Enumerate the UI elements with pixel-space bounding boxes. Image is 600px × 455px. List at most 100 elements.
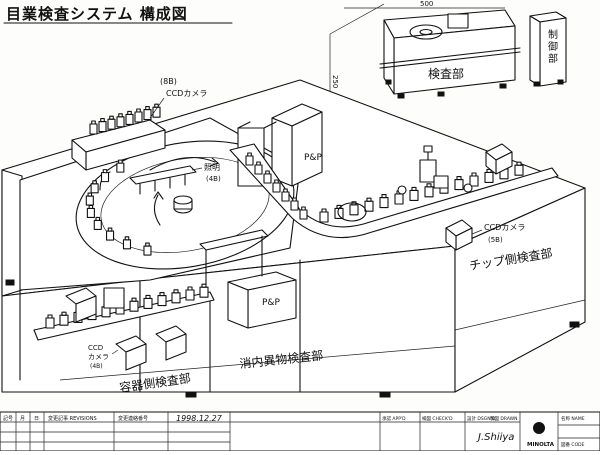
conveyor-bottle-cap	[486, 168, 492, 173]
ccd-camera-unit-cap	[109, 115, 114, 120]
lighting-label: 照明	[204, 163, 220, 172]
conveyor-bottle	[349, 204, 359, 216]
conveyor-bottle	[469, 175, 479, 187]
tb-company: MINOLTA	[527, 442, 555, 448]
tb-designed: 設計 DSGN'D	[467, 415, 496, 422]
conveyor-bottle-cap	[411, 186, 417, 191]
table-bottle	[90, 183, 99, 194]
lighting-count: (4B)	[206, 175, 221, 183]
tb-rev-no: 変更連絡番号	[118, 415, 148, 422]
ccd-left-sub: カメラ	[88, 353, 109, 361]
conveyor-bottle-cap	[159, 292, 165, 297]
conveyor-bottle	[364, 200, 374, 212]
ccd-top-count: (8B)	[160, 77, 177, 86]
conveyor-bottle	[299, 209, 308, 220]
transfer-ring	[337, 202, 367, 222]
lighting-array: 照明 (4B)	[129, 163, 221, 195]
conveyor-bottle	[379, 197, 389, 209]
ccd-camera-unit-cap	[118, 113, 123, 118]
conveyor-bottle	[143, 297, 153, 309]
label-control-unit: 制御部	[548, 28, 558, 65]
conveyor-bottle	[254, 164, 263, 175]
table-bottle	[93, 219, 102, 230]
ccd-right-count: (5B)	[488, 236, 503, 244]
conveyor-bottle-cap	[283, 188, 288, 193]
table-bottle-cap	[102, 169, 108, 174]
table-bottle	[85, 195, 94, 206]
tb-code-label: 図番 CODE	[561, 441, 585, 448]
ccd-camera-unit-cap	[91, 120, 96, 125]
table-bottle-cap	[107, 227, 113, 232]
conveyor-bottle-cap	[471, 172, 477, 177]
ccd-camera-left: CCD カメラ (4B)	[65, 287, 187, 371]
conveyor-bottle-cap	[131, 297, 137, 302]
ccd-camera-unit-cap	[127, 110, 132, 115]
conveyor-bottle	[424, 186, 434, 198]
ccd-camera-unit	[89, 123, 98, 135]
ccd-camera-unit	[107, 118, 116, 130]
table-bottle	[106, 230, 115, 241]
conveyor-bottle-cap	[426, 183, 432, 188]
conveyor-bottle	[290, 200, 299, 211]
ccd-camera-unit	[134, 111, 143, 123]
tb-mark: 記号	[3, 415, 13, 422]
dimension-width: 500	[420, 0, 433, 8]
ccd-camera-bank-top: (8B) CCDカメラ	[71, 77, 207, 171]
conveyor-bottle-cap	[456, 176, 462, 181]
conveyor-bottle	[245, 155, 254, 166]
table-bottle-cap	[145, 242, 150, 247]
conveyor-bottle	[454, 179, 464, 191]
tb-date: 1998.12.27	[176, 414, 223, 423]
tb-approved: 承認 APP'D	[382, 415, 406, 422]
conveyor-upper	[85, 143, 559, 256]
ccd-camera-unit-cap	[136, 108, 141, 113]
drawing-title: 目業検査システム 構成図	[6, 5, 188, 23]
conveyor-bottle	[263, 173, 272, 184]
conveyor-bottle-cap	[173, 289, 179, 294]
table-bottle-cap	[124, 236, 130, 241]
conveyor-bottle	[45, 317, 55, 329]
conveyor-bottle	[409, 189, 419, 201]
conveyor-bottle	[514, 164, 524, 176]
ccd-left-label: CCD	[88, 344, 103, 352]
conveyor-bottle-cap	[516, 161, 522, 166]
table-bottle-cap	[88, 204, 94, 210]
table-bottle-cap	[87, 192, 93, 197]
table-bottle	[86, 207, 95, 219]
tb-revisions: 変更記事 REVISIONS	[48, 415, 97, 422]
ccd-camera-unit	[98, 121, 107, 133]
tb-signature: J.Shiiya	[476, 432, 514, 443]
table-bottle	[100, 172, 110, 183]
conveyor-bottle	[129, 300, 139, 312]
inspection-unit-detail: 250 500 検査部	[329, 0, 521, 100]
label-inspection-unit: 検査部	[428, 66, 464, 81]
conveyor-bottle	[484, 171, 494, 183]
ccd-left-count: (4B)	[90, 363, 103, 370]
ccd-camera-unit	[116, 116, 125, 128]
conveyor-bottle	[319, 211, 329, 223]
conveyor-bottle	[157, 295, 167, 307]
conveyor-bottle-cap	[274, 179, 279, 184]
tb-month: 月	[20, 416, 25, 422]
conveyor-bottle	[199, 286, 209, 298]
ccd-right-label: CCDカメラ	[484, 223, 525, 232]
ccd-camera-unit	[125, 113, 134, 125]
ccd-top-label: CCDカメラ	[166, 89, 207, 98]
ccd-camera-right: CCDカメラ (5B)	[397, 143, 525, 251]
company-logo-icon	[533, 422, 545, 434]
conveyor-bottle	[272, 182, 281, 193]
conveyor-bottle-cap	[47, 314, 53, 319]
pick-and-place-upper: P&P	[237, 103, 323, 187]
conveyor-bottle-cap	[187, 286, 193, 291]
table-bottle	[122, 239, 132, 250]
tb-day: 日	[34, 416, 39, 422]
title-block: 記号 月 日 変更記事 REVISIONS 変更連絡番号 1998.12.27 …	[0, 411, 600, 452]
conveyor-bottle	[334, 207, 344, 219]
conveyor-bottle-cap	[321, 208, 327, 213]
conveyor-bottle	[171, 292, 181, 304]
conveyor-bottle-cap	[145, 294, 151, 299]
pp-upper-label: P&P	[304, 153, 322, 163]
ccd-camera-unit-cap	[100, 118, 105, 123]
